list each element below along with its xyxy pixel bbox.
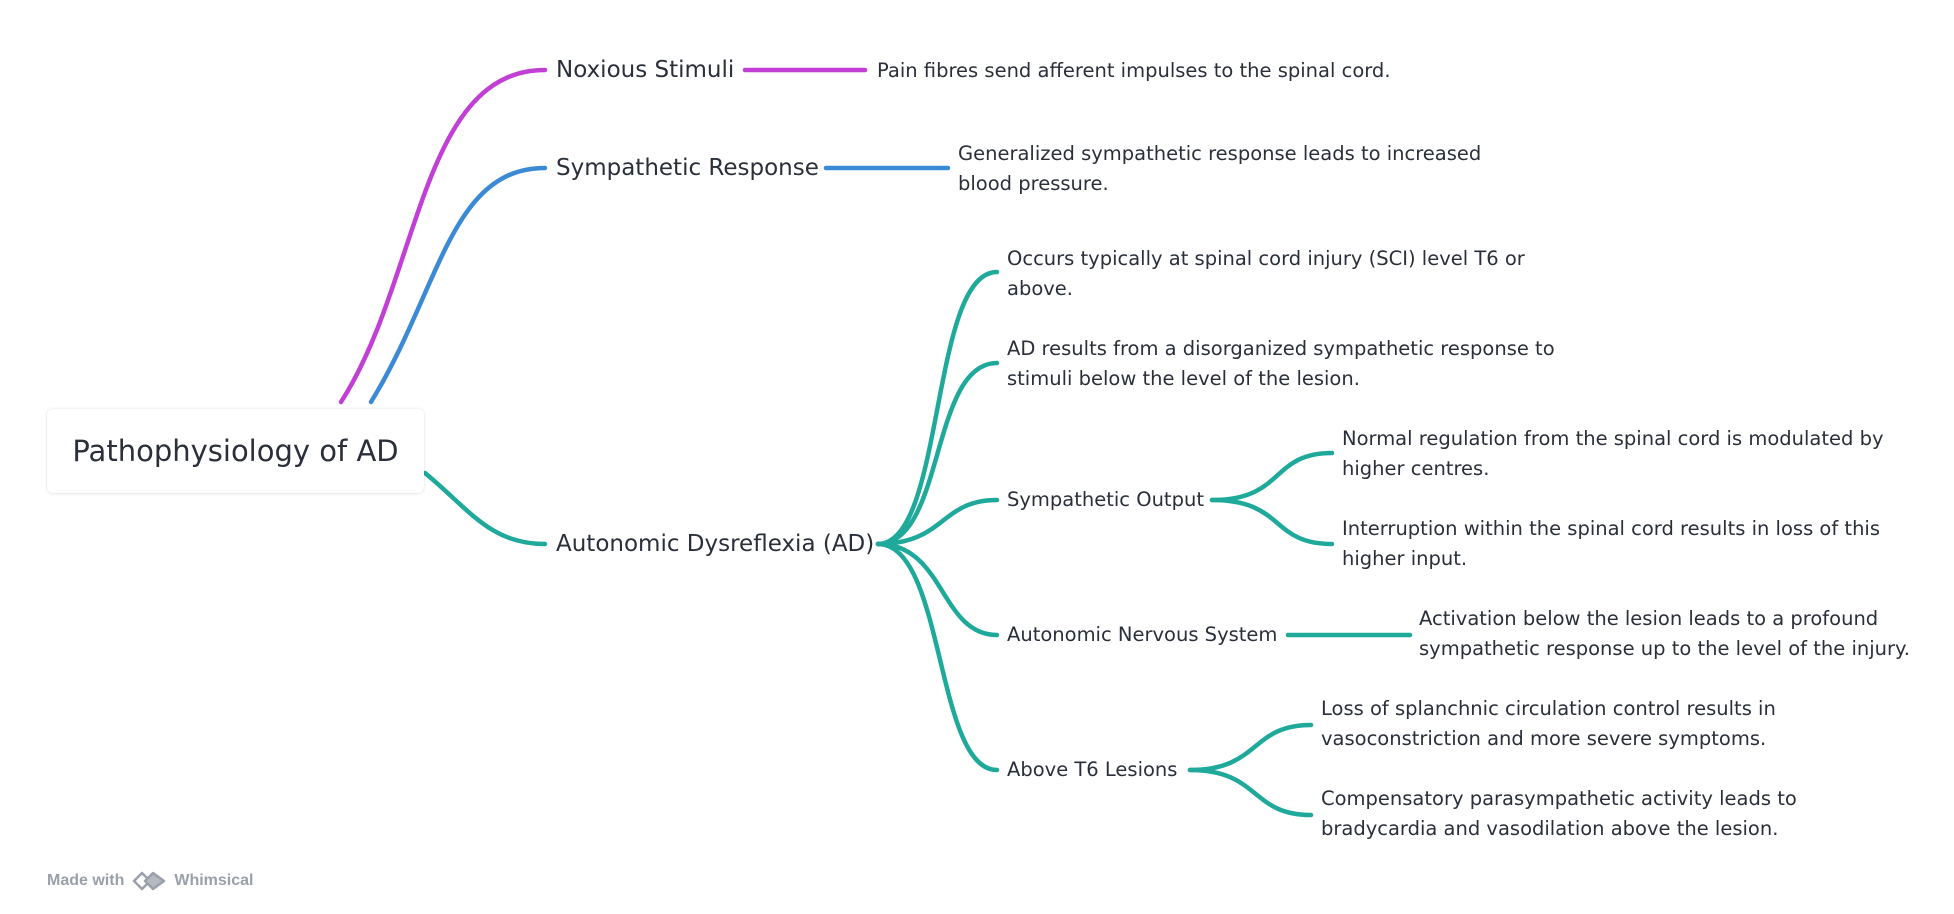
- node-so-detail-1[interactable]: Normal regulation from the spinal cord i…: [1342, 427, 1884, 480]
- node-ad-fact-1[interactable]: Occurs typically at spinal cord injury (…: [1007, 247, 1525, 300]
- root-label: Pathophysiology of AD: [72, 434, 399, 468]
- node-sympathetic-detail[interactable]: Generalized sympathetic response leads t…: [958, 142, 1482, 195]
- link-root-ad: [422, 470, 548, 547]
- link-so-detail-2: [1209, 497, 1335, 547]
- node-ad-fact-2[interactable]: AD results from a disorganized sympathet…: [1007, 337, 1555, 390]
- link-root-sympathetic: [368, 165, 548, 405]
- node-sympathetic-response[interactable]: Sympathetic Response: [556, 155, 819, 181]
- link-ad-ans: [875, 541, 1000, 638]
- node-noxious-detail[interactable]: Pain fibres send afferent impulses to th…: [877, 59, 1391, 82]
- made-with-whimsical-badge[interactable]: Made with Whimsical: [47, 869, 253, 893]
- node-autonomic-nervous-system[interactable]: Autonomic Nervous System: [1007, 623, 1278, 646]
- link-ad-above-t6: [875, 541, 1000, 773]
- link-t6-detail-2: [1187, 767, 1314, 818]
- link-ad-fact-2: [875, 360, 1000, 547]
- link-root-noxious: [338, 67, 548, 405]
- whimsical-brand-label: Whimsical: [174, 872, 254, 889]
- whimsical-logo-icon: [133, 871, 166, 891]
- root-node[interactable]: Pathophysiology of AD: [47, 409, 424, 493]
- link-t6-detail-1: [1187, 722, 1314, 773]
- node-so-detail-2[interactable]: Interruption within the spinal cord resu…: [1342, 517, 1881, 570]
- link-ad-sympathetic-output: [875, 497, 1000, 547]
- made-with-label: Made with: [47, 872, 125, 889]
- node-t6-detail-2[interactable]: Compensatory parasympathetic activity le…: [1321, 787, 1797, 840]
- node-sympathetic-output[interactable]: Sympathetic Output: [1007, 488, 1204, 511]
- node-above-t6-lesions[interactable]: Above T6 Lesions: [1007, 758, 1178, 781]
- node-autonomic-dysreflexia[interactable]: Autonomic Dysreflexia (AD): [556, 531, 875, 557]
- node-ans-detail[interactable]: Activation below the lesion leads to a p…: [1419, 607, 1910, 660]
- node-t6-detail-1[interactable]: Loss of splanchnic circulation control r…: [1321, 697, 1776, 750]
- link-so-detail-1: [1209, 450, 1335, 503]
- link-ad-fact-1: [875, 269, 1000, 547]
- node-noxious-stimuli[interactable]: Noxious Stimuli: [556, 57, 735, 83]
